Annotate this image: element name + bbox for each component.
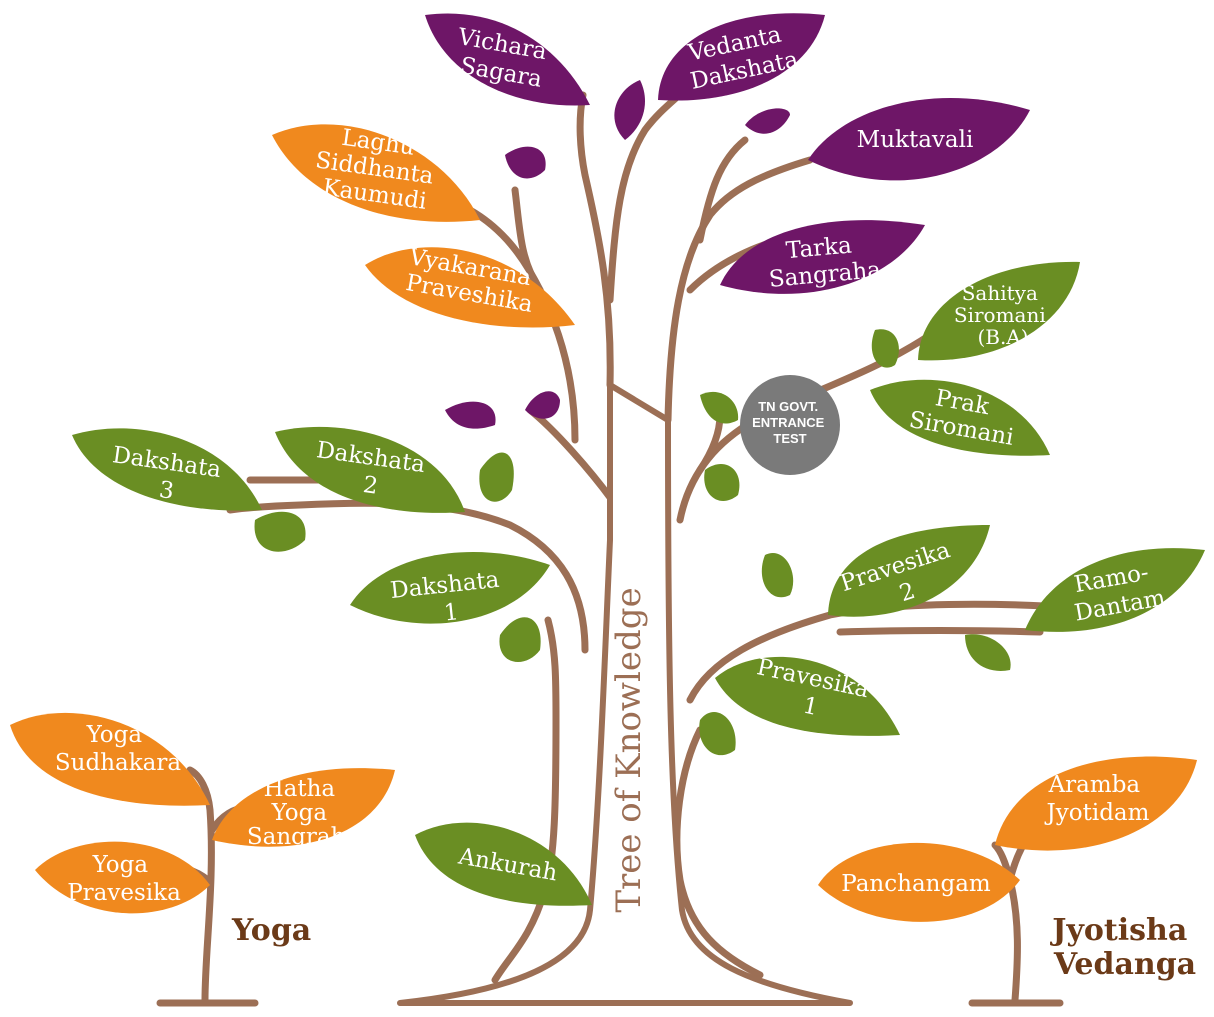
leaf-muktavali: Muktavali xyxy=(808,98,1030,181)
svg-text:Yoga Sudhakara: Yoga Sudhakara xyxy=(55,722,181,776)
trunk-label: Tree of Knowledge xyxy=(609,587,649,912)
leaf-label-line: Yoga xyxy=(86,722,143,748)
leaf-vyakarana-praveshika: Vyakarana Praveshika xyxy=(365,244,575,328)
leaf-label-line: Sahitya xyxy=(962,281,1038,305)
leaf-dakshata-1: Dakshata 1 xyxy=(350,552,550,627)
leaf-label-line: Yoga xyxy=(271,800,328,826)
svg-text:Sahitya Siromani (: Sahitya Siromani (B.A) xyxy=(954,281,1052,349)
leaf-label-line: Yoga xyxy=(92,852,149,878)
tree-trunk xyxy=(397,382,853,1006)
leaf-aramba-jyotidam: Aramba Jyotidam xyxy=(995,756,1197,851)
leaf-label-line: (B.A) xyxy=(977,325,1028,349)
svg-text:Hatha Yoga Sangrah: Hatha Yoga Sangraha xyxy=(247,776,360,850)
leaf-label-line: 1 xyxy=(443,599,460,626)
svg-text:Yoga Pravesika: Yoga Pravesika xyxy=(67,852,181,906)
leaf-label-line: 2 xyxy=(361,472,379,500)
group-label-line: Jyotisha xyxy=(1049,913,1187,948)
leaf-label-line: Muktavali xyxy=(857,127,974,153)
group-label-line: Vedanga xyxy=(1053,947,1196,982)
svg-text:Muktavali: Muktavali xyxy=(857,127,974,153)
leaf-label-line: 1 xyxy=(801,693,821,721)
svg-text:Panchangam: Panchangam xyxy=(841,871,991,897)
leaf-laghu-siddhanta-kaumudi: Laghu Siddhanta Kaumudi xyxy=(272,122,480,222)
leaf-prak-siromani: Prak Siromani xyxy=(870,379,1050,456)
leaf-dakshata-2: Dakshata 2 xyxy=(275,426,465,513)
entrance-test-badge: TN GOVT. ENTRANCE TEST xyxy=(740,375,840,475)
leaf-yoga-sudhakara: Yoga Sudhakara xyxy=(10,712,210,806)
badge-line: ENTRANCE xyxy=(752,415,825,430)
leaf-label-line: 3 xyxy=(157,477,175,505)
leaf-yoga-pravesika: Yoga Pravesika xyxy=(35,841,210,914)
group-label-yoga: Yoga xyxy=(231,913,311,948)
leaf-dakshata-3: Dakshata 3 xyxy=(72,428,262,511)
leaf-ankurah: Ankurah xyxy=(415,822,592,906)
leaf-hatha-yoga-sangraha: Hatha Yoga Sangraha xyxy=(212,768,395,850)
leaf-label-line: Panchangam xyxy=(841,871,991,897)
leaf-label-line: Tarka xyxy=(785,233,853,265)
leaf-ramo-dantam: Ramo- Dantam xyxy=(1025,548,1205,632)
badge-line: TEST xyxy=(773,431,806,446)
leaf-label-line: Hatha xyxy=(264,776,336,802)
decorative-leaves xyxy=(254,80,1011,756)
leaf-label-line: Aramba xyxy=(1048,772,1141,798)
svg-text:Vedanta Dakshata: Vedanta Dakshata xyxy=(682,19,800,95)
leaf-vedanta-dakshata: Vedanta Dakshata xyxy=(658,13,825,101)
leaf-label-line: Pravesika xyxy=(67,880,181,906)
leaf-panchangam: Panchangam xyxy=(818,842,1020,922)
svg-text:TN GOVT. ENTRANCE: TN GOVT. ENTRANCE TEST xyxy=(752,399,828,446)
leaf-label-line: Sudhakara xyxy=(55,750,181,776)
leaf-label-line: Siromani xyxy=(954,303,1046,327)
leaf-pravesika-1: Pravesika 1 xyxy=(715,654,900,736)
svg-text:Aramba Jyotidam: Aramba Jyotidam xyxy=(1045,772,1150,826)
svg-text:Laghu Siddhanta Ka: Laghu Siddhanta Kaumudi xyxy=(310,122,446,217)
leaf-vichara-sagara: Vichara Sagara xyxy=(425,13,590,106)
leaf-label-line: Sangraha xyxy=(247,824,360,850)
badge-line: TN GOVT. xyxy=(758,399,818,414)
group-label-jyotisha: Jyotisha Vedanga xyxy=(1049,913,1197,982)
leaf-label-line: Jyotidam xyxy=(1045,800,1150,826)
leaf-sahitya-siromani: Sahitya Siromani (B.A) xyxy=(918,261,1080,361)
leaf-tarka-sangraha: Tarka Sangraha xyxy=(720,220,925,294)
